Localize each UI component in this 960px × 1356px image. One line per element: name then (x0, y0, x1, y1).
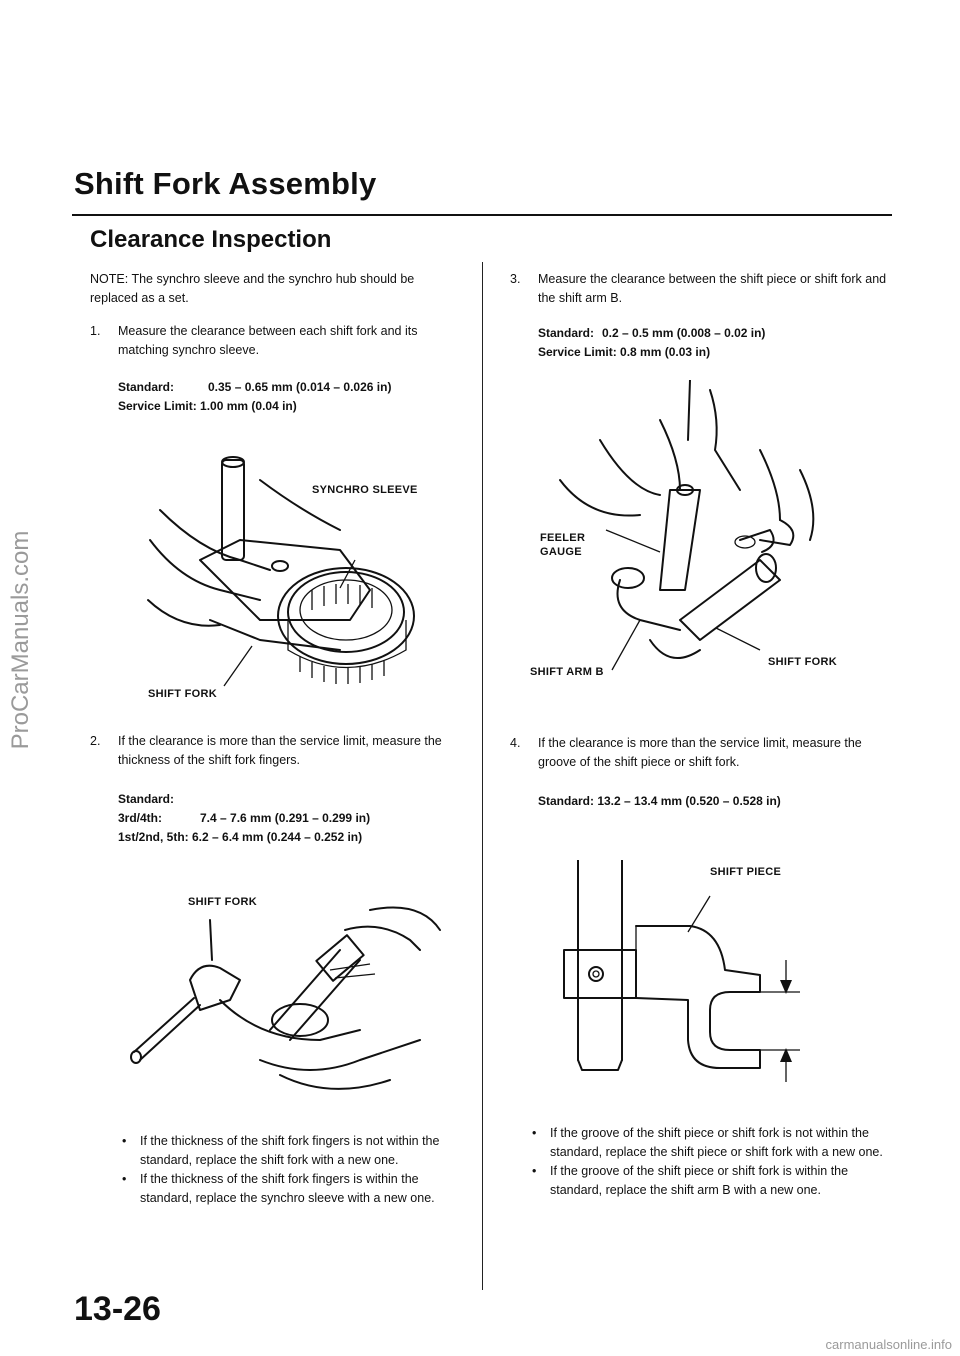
step-text: Measure the clearance between the shift … (538, 272, 887, 305)
label-shift-fork: SHIFT FORK (188, 896, 257, 908)
right-bullets: If the groove of the shift piece or shif… (528, 1124, 893, 1200)
label-shift-fork: SHIFT FORK (148, 688, 217, 700)
spec-3: Standard:0.2 – 0.5 mm (0.008 – 0.02 in) … (538, 324, 888, 362)
spec-row: 1st/2nd, 5th: 6.2 – 6.4 mm (0.244 – 0.25… (118, 830, 363, 844)
step-number: 1. (90, 324, 101, 338)
spec-row-value: 7.4 – 7.6 mm (0.291 – 0.299 in) (200, 811, 371, 825)
feeler-gauge-illustration (559, 379, 815, 671)
figure-feeler-gauge: FEELER GAUGE SHIFT ARM B SHIFT FORK (530, 379, 870, 680)
spec-value: 0.2 – 0.5 mm (0.008 – 0.02 in) (602, 326, 766, 340)
service-limit: Service Limit: 1.00 mm (0.04 in) (118, 399, 297, 413)
left-bullets: If the thickness of the shift fork finge… (118, 1132, 463, 1208)
section-title: Clearance Inspection (90, 226, 332, 253)
list-item: If the thickness of the shift fork finge… (118, 1132, 463, 1170)
side-watermark: ProCarManuals.com (7, 530, 34, 750)
spec-row-label: 3rd/4th: (118, 811, 163, 825)
micrometer-illustration (130, 906, 441, 1090)
step-number: 3. (510, 272, 521, 286)
spec-label: Standard: (118, 792, 175, 806)
title-rule (72, 214, 892, 216)
label-synchro-sleeve: SYNCHRO SLEEVE (312, 484, 418, 496)
list-item: If the groove of the shift piece or shif… (528, 1162, 893, 1200)
label-shift-fork: SHIFT FORK (768, 656, 837, 668)
figure-synchro-sleeve: SYNCHRO SLEEVE SHIFT FORK (140, 450, 470, 710)
list-item: If the thickness of the shift fork finge… (118, 1170, 463, 1208)
column-divider (482, 262, 483, 1290)
spec-label: Standard: (538, 326, 595, 340)
list-item: If the groove of the shift piece or shif… (528, 1124, 893, 1162)
label-shift-arm-b: SHIFT ARM B (530, 666, 604, 678)
page-number: 13-26 (74, 1290, 161, 1328)
step-number: 2. (90, 734, 101, 748)
note-text: NOTE: The synchro sleeve and the synchro… (90, 272, 415, 305)
spec-4: Standard: 13.2 – 13.4 mm (0.520 – 0.528 … (538, 794, 781, 808)
synchro-sleeve-illustration (147, 456, 415, 687)
bottom-watermark: carmanualsonline.info (825, 1337, 952, 1352)
spec-2: Standard: 3rd/4th: 7.4 – 7.6 mm (0.291 – … (118, 790, 463, 847)
figure-shift-fork-micrometer: SHIFT FORK (120, 890, 470, 1120)
step-text: If the clearance is more than the servic… (538, 736, 862, 769)
step-text: If the clearance is more than the servic… (118, 734, 442, 767)
label-shift-piece: SHIFT PIECE (710, 866, 782, 878)
spec-label: Standard: (118, 380, 175, 394)
label-feeler-gauge-line-1: FEELER (540, 532, 586, 544)
step-number: 4. (510, 736, 521, 750)
spec-value: 0.35 – 0.65 mm (0.014 – 0.026 in) (208, 380, 392, 394)
figure-shift-piece: SHIFT PIECE (560, 859, 860, 1100)
shift-piece-illustration (563, 859, 800, 1082)
label-feeler-gauge-line-2: GAUGE (540, 546, 582, 558)
page-title: Shift Fork Assembly (74, 166, 377, 201)
spec-1: Standard: 0.35 – 0.65 mm (0.014 – 0.026 i… (118, 378, 463, 416)
step-text: Measure the clearance between each shift… (118, 324, 418, 357)
service-limit: Service Limit: 0.8 mm (0.03 in) (538, 345, 711, 359)
